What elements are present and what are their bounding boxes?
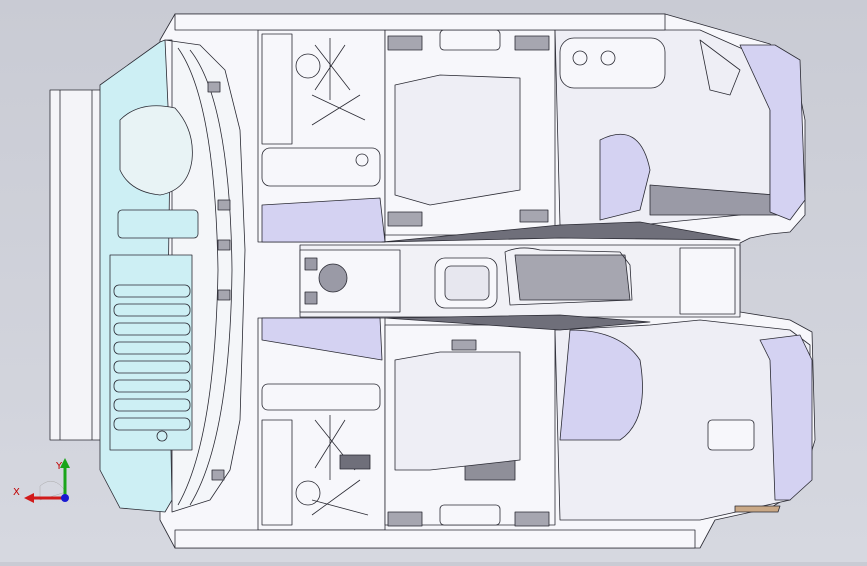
coordinate-triad: X Y [10, 458, 72, 508]
firewall-opening [119, 105, 193, 196]
z-axis-dot [61, 494, 69, 502]
x-axis-label: X [13, 487, 20, 498]
y-axis-label: Y [55, 461, 63, 472]
front-bumper-block [49, 89, 103, 441]
